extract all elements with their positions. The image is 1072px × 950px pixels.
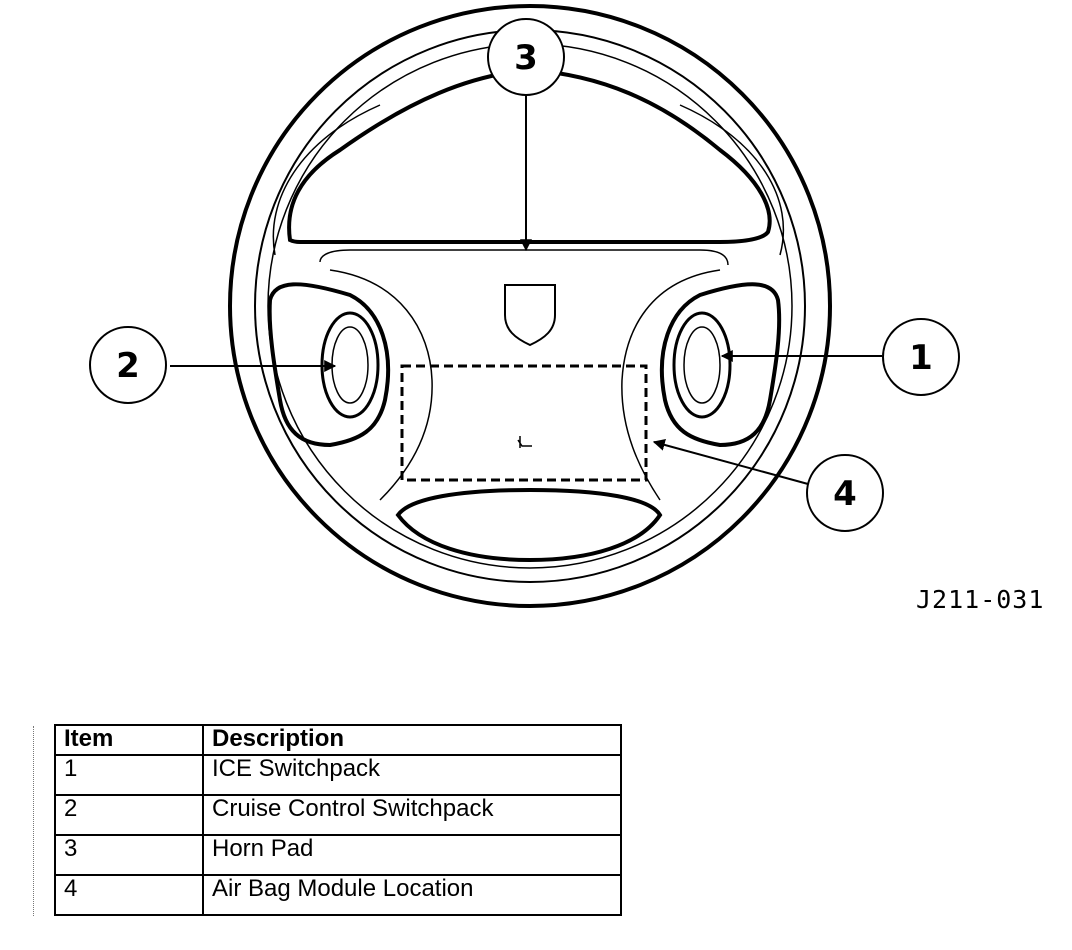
shield-emblem-icon (504, 284, 556, 347)
legend-table: Item Description 1 ICE Switchpack 2 Crui… (54, 724, 622, 916)
legend-header-item: Item (54, 724, 204, 755)
callout-4: 4 (806, 454, 884, 532)
callout-3-label: 3 (514, 38, 538, 78)
wheel-rim (228, 4, 832, 608)
legend-item-description: Horn Pad (202, 834, 622, 875)
scan-edge-line (33, 726, 35, 916)
airbag-symbol-icon (517, 436, 532, 448)
legend-row: 2 Cruise Control Switchpack (54, 794, 622, 835)
callout-1-label: 1 (909, 338, 933, 378)
legend-item-description: Cruise Control Switchpack (202, 794, 622, 835)
legend-row: 4 Air Bag Module Location (54, 874, 622, 916)
callout-2-label: 2 (116, 346, 140, 386)
upper-opening (287, 67, 772, 244)
legend-item-number: 3 (54, 834, 204, 875)
legend-header-description: Description (202, 724, 622, 755)
ice-switchpack (660, 282, 782, 448)
figure-code: J211-031 (916, 585, 1045, 614)
callout-2: 2 (89, 326, 167, 404)
leader-line-4 (652, 439, 809, 485)
legend-row: 3 Horn Pad (54, 834, 622, 875)
callout-1: 1 (882, 318, 960, 396)
airbag-module-outline (400, 364, 648, 482)
lower-opening (395, 487, 663, 563)
cruise-control-switchpack (267, 282, 390, 448)
legend-row: 1 ICE Switchpack (54, 754, 622, 795)
legend-header-row: Item Description (54, 724, 622, 755)
upper-spoke-contour (272, 104, 785, 256)
legend-item-description: Air Bag Module Location (202, 874, 622, 916)
steering-wheel-diagram: 3 2 1 4 (89, 4, 960, 608)
hub-contour (319, 249, 729, 501)
callout-3: 3 (487, 18, 565, 96)
callout-4-label: 4 (833, 474, 857, 514)
legend-item-description: ICE Switchpack (202, 754, 622, 795)
legend-item-number: 2 (54, 794, 204, 835)
legend-item-number: 4 (54, 874, 204, 916)
legend-item-number: 1 (54, 754, 204, 795)
